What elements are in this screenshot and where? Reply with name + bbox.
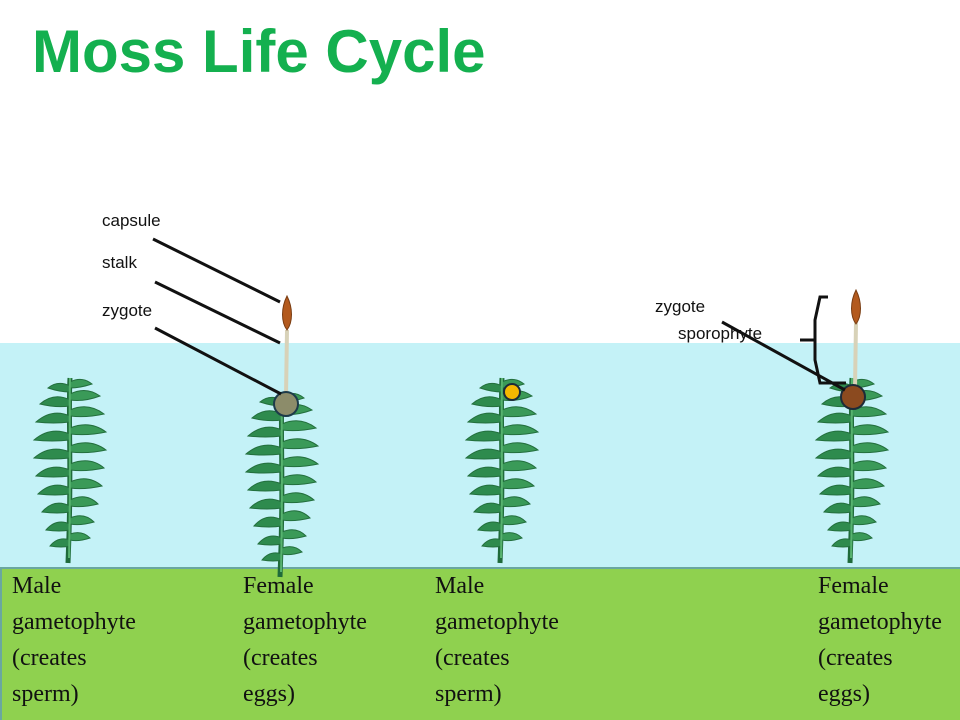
page-title: Moss Life Cycle [32, 18, 486, 85]
sporophyte-bracket [813, 295, 846, 385]
stalk-right [853, 321, 858, 389]
caption-line: (creates [818, 645, 893, 671]
moss-plant-male-2 [466, 378, 538, 563]
zygote-label-left: zygote [102, 301, 153, 320]
caption-line: gametophyte [818, 609, 942, 635]
plant-caption-female-1: Female gametophyte (creates eggs) [243, 568, 367, 712]
caption-line: sperm) [12, 681, 79, 707]
capsule-right [851, 288, 861, 325]
capsule-label: capsule [102, 211, 161, 230]
caption-line: sperm) [435, 681, 502, 707]
zygote-left [273, 391, 299, 417]
caption-line: (creates [435, 645, 510, 671]
caption-line: (creates [12, 645, 87, 671]
plant-caption-male-2: Male gametophyte (creates sperm) [435, 568, 559, 712]
caption-line: Male [435, 573, 485, 599]
zygote-label-right: zygote [655, 297, 706, 316]
caption-line: gametophyte [243, 609, 367, 635]
stalk-label: stalk [102, 253, 137, 272]
sperm-dot [503, 383, 521, 401]
stalk-left [284, 329, 289, 397]
moss-plant-female-1 [246, 392, 318, 577]
plant-caption-male-1: Male gametophyte (creates sperm) [12, 568, 136, 712]
zygote-right [840, 384, 866, 410]
zygote-pointer-right [721, 320, 846, 392]
plant-caption-female-2: Female gametophyte (creates eggs) [818, 568, 942, 712]
capsule-left [282, 294, 292, 331]
caption-line: Female [818, 573, 889, 599]
caption-line: gametophyte [435, 609, 559, 635]
caption-line: eggs) [243, 681, 295, 707]
stalk-pointer [154, 280, 281, 345]
caption-line: eggs) [818, 681, 870, 707]
sporophyte-label: sporophyte [678, 324, 763, 343]
caption-line: (creates [243, 645, 318, 671]
ground-layer [0, 567, 960, 720]
moss-plant-male-1 [34, 378, 106, 563]
caption-line: Male [12, 573, 62, 599]
capsule-pointer [152, 237, 281, 304]
zygote-pointer-left [154, 326, 282, 396]
caption-line: gametophyte [12, 609, 136, 635]
caption-line: Female [243, 573, 314, 599]
